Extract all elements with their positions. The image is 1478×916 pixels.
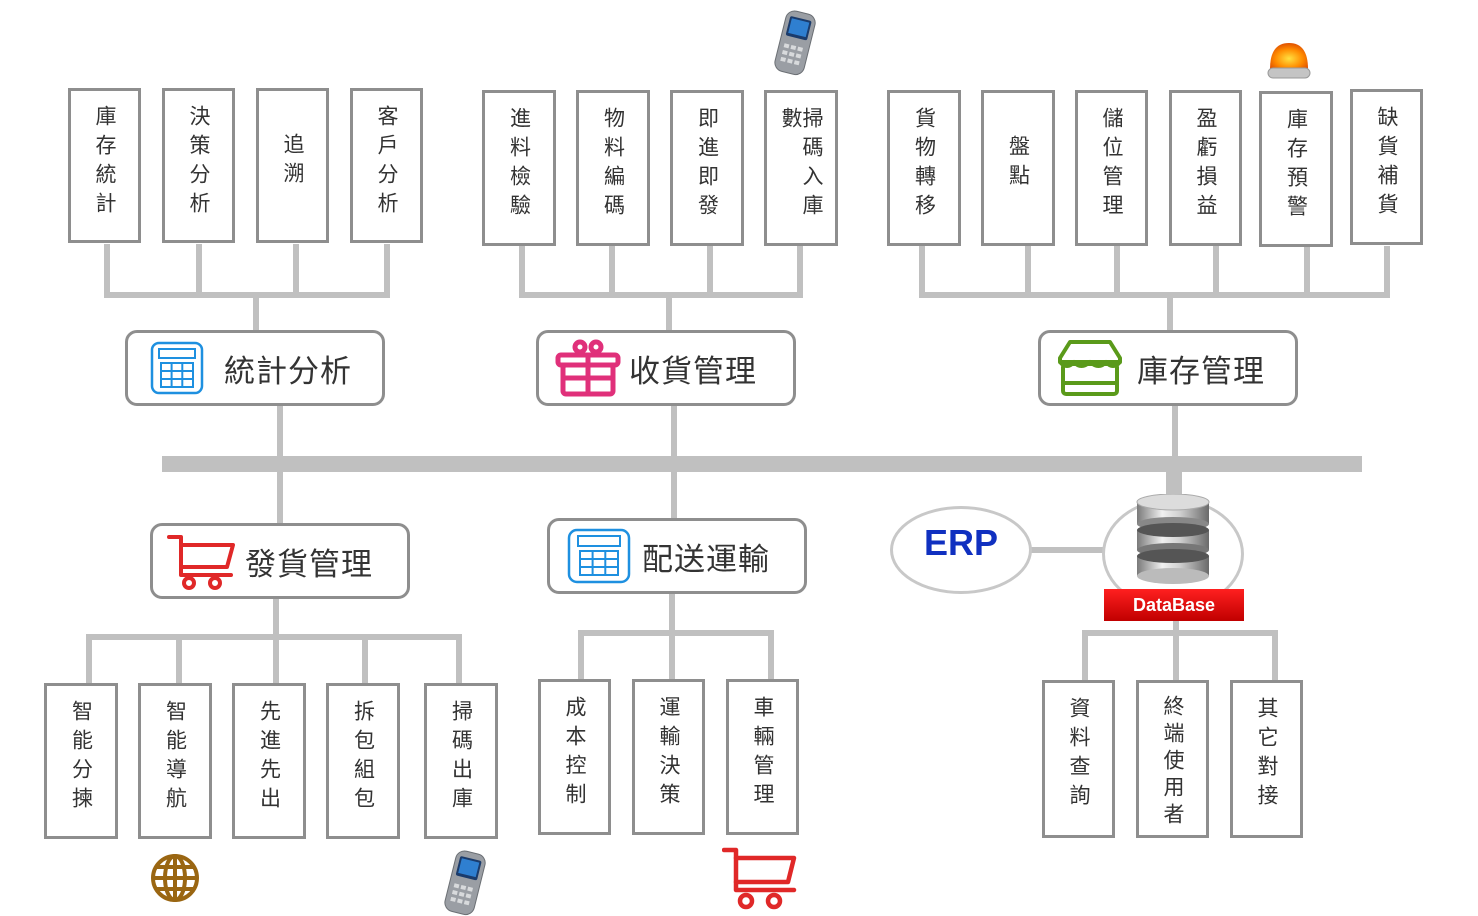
connector [1114,246,1120,296]
leaf-shipping-2[interactable]: 先進先出 [232,683,306,839]
leaf-receiving-1[interactable]: 物料編碼 [576,90,650,246]
connector [1173,620,1179,634]
leaf-database-2[interactable]: 其它對接 [1230,680,1303,838]
connector [176,634,182,686]
leaf-receiving-2[interactable]: 即進即發 [670,90,744,246]
connector [666,292,672,332]
connector [669,630,675,682]
module-stats[interactable]: 統計分析 [125,330,385,406]
leaf-database-1[interactable]: 終端使用者 [1136,680,1209,838]
database-label: DataBase [1132,594,1216,615]
leaf-inventory-0[interactable]: 貨物轉移 [887,90,961,246]
system-bus [162,456,1362,472]
connector [1173,630,1179,684]
leaf-delivery-2[interactable]: 車輛管理 [726,679,799,835]
cart-icon [722,847,797,910]
database-badge: DataBase [1104,589,1244,621]
module-label: 配送運輸 [642,541,770,578]
leaf-shipping-0[interactable]: 智能分揀 [44,683,118,839]
leaf-stats-3[interactable]: 客戶分析 [350,88,423,243]
connector [609,246,615,296]
module-inventory[interactable]: 庫存管理 [1038,330,1298,406]
connector [1304,246,1310,296]
connector [578,630,774,636]
erp-db-connector [1030,547,1106,553]
connector [273,598,279,638]
connector [456,634,462,686]
leaf-stats-2[interactable]: 追溯 [256,88,329,243]
connector [86,634,92,686]
handheld-scanner-icon [444,850,486,916]
connector [578,630,584,682]
leaf-inventory-1[interactable]: 盤點 [981,90,1055,246]
connector [1082,630,1278,636]
calculator-icon [142,338,212,398]
leaf-delivery-1[interactable]: 運輸決策 [632,679,705,835]
connector [293,244,299,296]
database-icon [1136,494,1210,584]
leaf-shipping-3[interactable]: 拆包組包 [326,683,400,839]
module-receiving[interactable]: 收貨管理 [536,330,796,406]
connector [669,594,675,634]
leaf-database-0[interactable]: 資料查詢 [1042,680,1115,838]
handheld-scanner-icon [774,10,816,76]
leaf-shipping-1[interactable]: 智能導航 [138,683,212,839]
leaf-stats-0[interactable]: 庫存統計 [68,88,141,243]
leaf-stats-1[interactable]: 決策分析 [162,88,235,243]
connector [362,634,368,686]
connector [384,244,390,296]
connector [1025,246,1031,296]
cart-icon [167,531,237,591]
gift-icon [553,338,623,398]
alarm-light-icon [1267,43,1311,79]
leaf-inventory-2[interactable]: 儲位管理 [1075,90,1148,246]
connector [1213,246,1219,296]
connector [196,244,202,296]
leaf-receiving-0[interactable]: 進料檢驗 [482,90,556,246]
connector [1384,246,1390,296]
database-node[interactable]: DataBase [1102,494,1244,622]
connector [273,634,279,686]
connector [104,292,390,298]
leaf-receiving-3[interactable]: 掃碼入庫數 [764,90,838,246]
connector [1166,468,1182,496]
leaf-shipping-4[interactable]: 掃碼出庫 [424,683,498,839]
erp-node[interactable]: ERP [890,506,1032,594]
calculator-icon [564,526,634,586]
connector [519,292,803,298]
connector [919,246,925,296]
connector [919,292,1390,298]
leaf-delivery-0[interactable]: 成本控制 [538,679,611,835]
leaf-inventory-4[interactable]: 庫存預警 [1259,91,1333,247]
store-icon [1055,338,1125,398]
connector [768,630,774,682]
connector [519,246,525,296]
module-label: 統計分析 [224,353,352,390]
connector [253,292,259,332]
module-delivery[interactable]: 配送運輸 [547,518,807,594]
connector [1272,630,1278,684]
connector [104,244,110,296]
module-label: 庫存管理 [1137,353,1265,390]
erp-label: ERP [923,522,999,563]
connector [1167,292,1173,332]
globe-icon [151,854,199,902]
connector [1172,405,1178,460]
leaf-inventory-5[interactable]: 缺貨補貨 [1350,89,1423,245]
leaf-inventory-3[interactable]: 盈虧損益 [1169,90,1242,246]
connector [1082,630,1088,684]
module-shipping[interactable]: 發貨管理 [150,523,410,599]
connector [797,246,803,296]
module-label: 發貨管理 [245,546,373,583]
connector [707,246,713,296]
module-label: 收貨管理 [629,353,757,390]
